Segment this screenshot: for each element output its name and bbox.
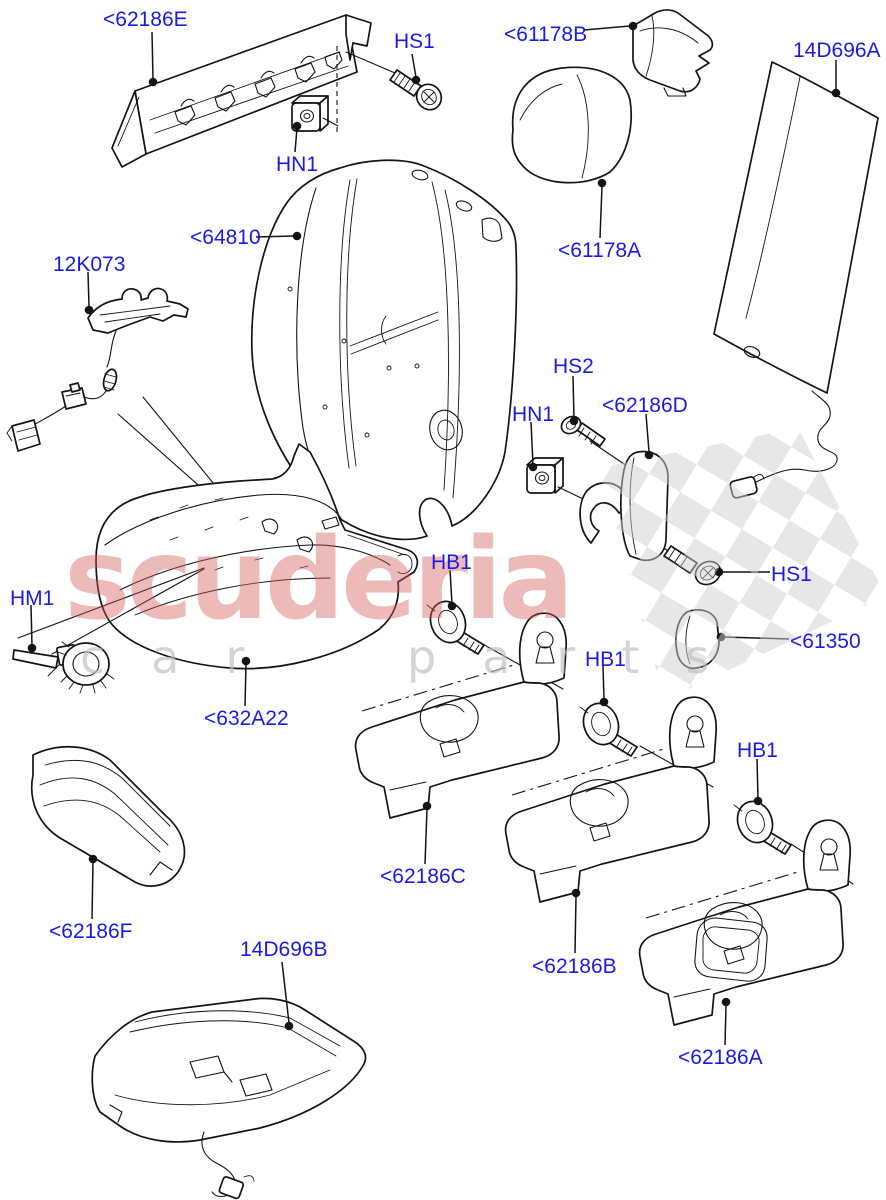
screw-hs1-right[interactable] bbox=[663, 545, 725, 589]
part-label-61178B[interactable]: <61178B bbox=[504, 23, 588, 46]
part-62186A-valance[interactable] bbox=[638, 819, 852, 1026]
part-14D696B-cushion-heater-mat[interactable] bbox=[91, 997, 367, 1200]
part-label-14D696B[interactable]: 14D696B bbox=[240, 938, 328, 961]
part-label-HN1-mid[interactable]: HN1 bbox=[512, 403, 555, 426]
part-label-HS1-top[interactable]: HS1 bbox=[394, 30, 435, 53]
pin-hb1-middle[interactable] bbox=[576, 697, 638, 757]
part-label-HB1-lower[interactable]: HB1 bbox=[737, 739, 778, 762]
pointer-line-hs2 bbox=[589, 440, 631, 469]
pin-hb1-lower[interactable] bbox=[730, 795, 792, 855]
part-label-62186A[interactable]: <62186A bbox=[678, 1046, 763, 1069]
part-label-12K073[interactable]: 12K073 bbox=[53, 253, 126, 276]
part-HM1-clamp[interactable] bbox=[12, 641, 115, 694]
part-label-64810[interactable]: <64810 bbox=[190, 226, 261, 249]
part-14D696A-backrest-heater-mat[interactable] bbox=[713, 61, 879, 499]
part-632A22-cushion-pad[interactable] bbox=[95, 443, 419, 670]
part-label-HB1-upper[interactable]: HB1 bbox=[431, 551, 472, 574]
part-label-HB1-middle[interactable]: HB1 bbox=[585, 648, 626, 671]
part-61178B-headrest[interactable] bbox=[632, 9, 714, 97]
pointer-line-clamp bbox=[17, 567, 205, 655]
part-label-HS1-right[interactable]: HS1 bbox=[771, 563, 812, 586]
part-label-61178A[interactable]: <61178A bbox=[558, 239, 642, 262]
part-label-14D696A[interactable]: 14D696A bbox=[793, 39, 881, 62]
part-label-HS2[interactable]: HS2 bbox=[553, 355, 594, 378]
part-62186D-recliner-cover[interactable] bbox=[579, 450, 669, 562]
part-label-61350[interactable]: <61350 bbox=[790, 630, 861, 653]
part-64810-backrest-pad[interactable] bbox=[250, 159, 518, 541]
part-label-632A22[interactable]: <632A22 bbox=[204, 707, 289, 730]
part-label-HN1-top[interactable]: HN1 bbox=[276, 153, 319, 176]
part-label-62186C[interactable]: <62186C bbox=[380, 865, 466, 888]
part-label-HM1[interactable]: HM1 bbox=[10, 587, 55, 610]
part-61178A-headrest[interactable] bbox=[511, 66, 633, 184]
part-label-62186F[interactable]: <62186F bbox=[49, 920, 133, 943]
part-label-62186B[interactable]: <62186B bbox=[532, 955, 617, 978]
part-label-62186D[interactable]: <62186D bbox=[602, 394, 688, 417]
part-62186F-bolster-pad[interactable] bbox=[31, 745, 186, 887]
part-label-62186E[interactable]: <62186E bbox=[103, 8, 188, 31]
leader-lines bbox=[27, 21, 841, 1046]
part-61350-cover[interactable] bbox=[675, 609, 720, 670]
screw-hs2[interactable] bbox=[558, 413, 606, 447]
nut-hn1-top[interactable] bbox=[291, 95, 339, 132]
part-62186E-trim-panel[interactable] bbox=[111, 14, 403, 168]
part-12K073-wiring-harness[interactable] bbox=[6, 287, 189, 452]
